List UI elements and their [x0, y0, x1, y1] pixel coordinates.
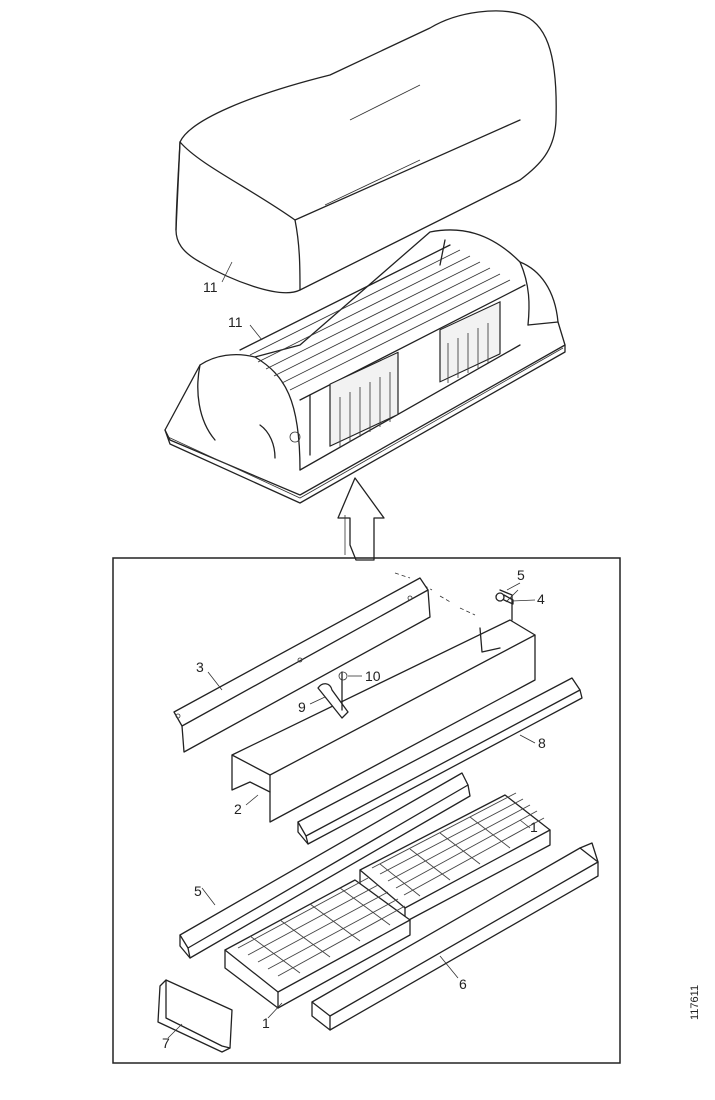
part-5-angle-strip [179, 772, 471, 959]
part-1-filter-upper [359, 792, 551, 923]
label-part-6: 6 [459, 976, 467, 992]
part-7-plate [157, 979, 233, 1053]
label-part-5b: 5 [194, 883, 202, 899]
label-part-1a: 1 [530, 819, 538, 835]
label-part-5a: 5 [517, 567, 525, 583]
part-4-5-fastener [495, 589, 519, 605]
cover-lid [175, 10, 557, 294]
label-part-2: 2 [234, 801, 242, 817]
figure-reference: 117611 [689, 985, 701, 1020]
part-3-strip [173, 577, 431, 753]
label-part-10: 10 [365, 668, 381, 684]
label-part-7: 7 [162, 1035, 170, 1051]
part-2-channel [231, 589, 536, 823]
label-part-1b: 1 [262, 1015, 270, 1031]
label-cover-bottom: 11 [228, 314, 243, 330]
part-8-rail [297, 677, 583, 845]
part-labels: 11 11 3 5 4 10 9 8 2 1 5 6 1 7 [162, 279, 546, 1051]
assembly-arrow [337, 477, 385, 561]
label-part-8: 8 [538, 735, 546, 751]
part-6-angle-rail [311, 842, 599, 1031]
label-part-3: 3 [196, 659, 204, 675]
label-part-4: 4 [537, 591, 545, 607]
base-housing [164, 229, 566, 504]
leader-lines [167, 261, 536, 1039]
kit-frame [112, 557, 621, 1064]
label-cover-top: 11 [203, 279, 218, 295]
part-9-10-clip [317, 671, 349, 719]
part-1-filter-lower [224, 877, 411, 1009]
label-part-9: 9 [298, 699, 306, 715]
